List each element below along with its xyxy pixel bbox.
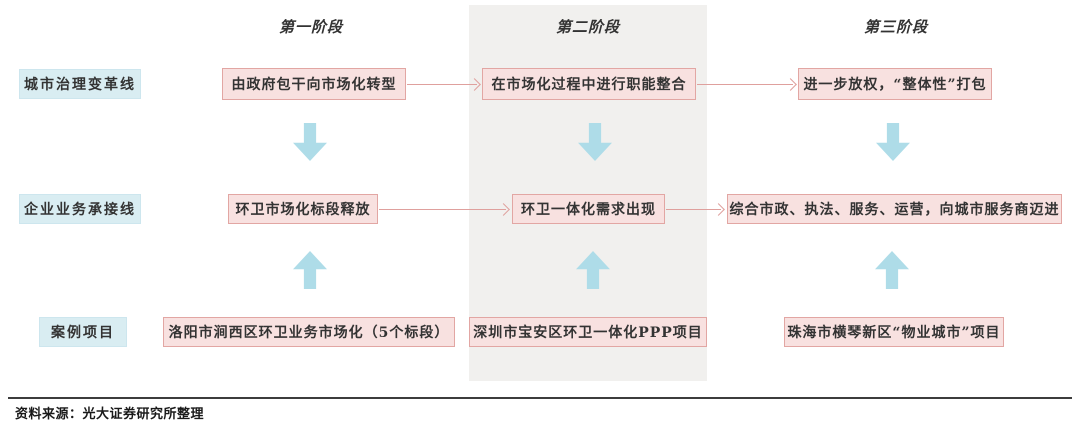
row-label-business: 企业业务承接线: [19, 194, 141, 224]
up-arrow-icon: [293, 251, 327, 289]
flow-box-case-stage3: 珠海市横琴新区“物业城市”项目: [784, 317, 1004, 347]
flow-box-case-stage1: 洛阳市涧西区环卫业务市场化（5个标段）: [163, 317, 455, 347]
flow-box-governance-stage1: 由政府包干向市场化转型: [222, 68, 406, 100]
stage-header-3: 第三阶段: [863, 18, 928, 36]
up-arrow-icon: [875, 251, 909, 289]
flow-connector-arrow: [697, 84, 793, 85]
stage-header-2: 第二阶段: [555, 18, 620, 36]
source-note: 资料来源：光大证券研究所整理: [15, 406, 205, 421]
flow-box-business-stage2: 环卫一体化需求出现: [512, 194, 665, 224]
flow-connector-arrow: [407, 84, 477, 85]
flow-box-governance-stage3: 进一步放权，“整体性”打包: [798, 68, 992, 100]
flow-box-governance-stage2: 在市场化过程中进行职能整合: [482, 68, 696, 100]
flow-box-case-stage2: 深圳市宝安区环卫一体化PPP项目: [469, 317, 707, 347]
down-arrow-icon: [293, 123, 327, 161]
down-arrow-icon: [876, 123, 910, 161]
flow-box-business-stage3: 综合市政、执法、服务、运营，向城市服务商迈进: [727, 194, 1062, 224]
flow-connector-arrow: [379, 209, 506, 210]
source-divider: [8, 397, 1072, 399]
row-label-cases: 案例项目: [39, 317, 127, 347]
stage-header-1: 第一阶段: [278, 18, 343, 36]
flow-connector-arrow: [666, 209, 721, 210]
row-label-governance: 城市治理变革线: [19, 69, 141, 99]
flow-box-business-stage1: 环卫市场化标段释放: [228, 194, 378, 224]
